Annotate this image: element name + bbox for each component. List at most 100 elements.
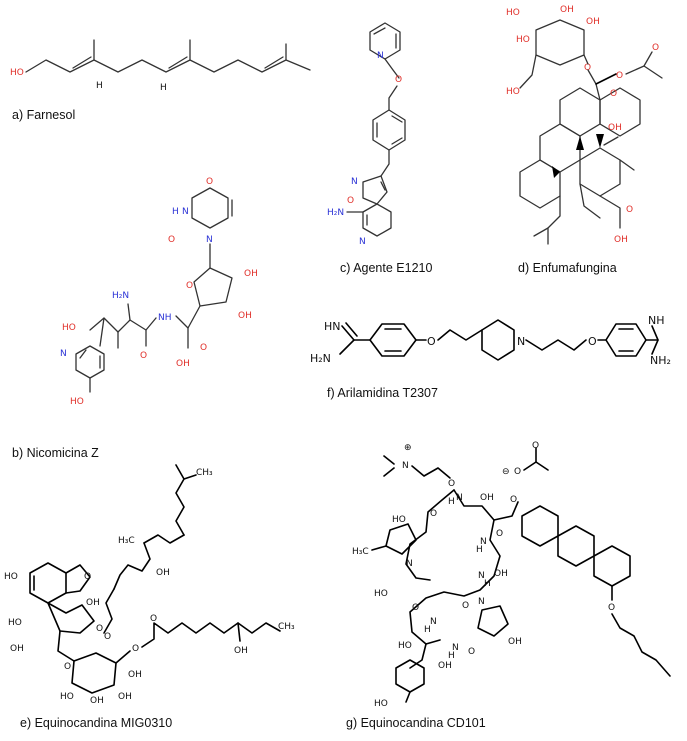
atom-label: OH <box>560 5 574 15</box>
atom-label: H₂N <box>112 291 129 301</box>
atom-label: O <box>610 89 617 99</box>
atom-label: O <box>468 647 475 657</box>
atom-label: N <box>206 235 213 245</box>
atom-label: OH <box>608 123 622 133</box>
atom-label: OH <box>244 269 258 279</box>
atom-label: O <box>532 441 539 451</box>
atom-label: N <box>478 571 485 581</box>
atom-label: N <box>60 349 67 359</box>
caption-equinocandina-mig0310: e) Equinocandina MIG0310 <box>20 716 173 730</box>
atom-label: HO <box>506 87 520 97</box>
caption-equinocandina-cd101: g) Equinocandina CD101 <box>346 716 486 730</box>
atom-label: HO <box>374 699 388 709</box>
atom-label: HO <box>398 641 412 651</box>
atom-label: H <box>424 625 431 635</box>
atom-label: OH <box>614 235 628 245</box>
atom-label: O <box>104 632 111 642</box>
structure-farnesol: HO H H <box>10 39 311 93</box>
structure-nicomicina-z: O H N O N O OH OH O OH NH O H₂N HO N HO <box>60 177 258 407</box>
atom-label: O <box>206 177 213 187</box>
atom-label: O <box>150 614 157 624</box>
atom-label: ⊕ <box>404 443 412 453</box>
atom-label: HO <box>374 589 388 599</box>
atom-label: N <box>182 207 189 217</box>
structure-equinocandina-mig0310: CH₃ H₃C OH HO HO O OH O O OH O HO OH OH … <box>4 464 295 705</box>
atom-label: OH <box>494 569 508 579</box>
structure-enfumafungina: HO OH OH HO HO O O O O OH O OH <box>506 5 663 245</box>
atom-label: O <box>510 495 517 505</box>
atom-label: O <box>430 509 437 519</box>
atom-label: H₂N <box>327 208 344 218</box>
atom-label: O <box>347 196 354 206</box>
atom-label: CH₃ <box>196 468 213 478</box>
structure-arilamidina-t2307: HN H₂N O N O NH NH₂ <box>310 314 671 367</box>
atom-label: HO <box>506 8 520 18</box>
atom-label: OH <box>234 646 248 656</box>
atom-label: O <box>448 479 455 489</box>
atom-label: NH <box>648 314 665 327</box>
structure-agente-e1210: N O N O N H₂N <box>327 22 406 247</box>
atom-label: H <box>448 497 455 507</box>
atom-label: HO <box>4 572 18 582</box>
caption-agente-e1210: c) Agente E1210 <box>340 261 433 275</box>
atom-label: H <box>160 83 167 93</box>
caption-farnesol: a) Farnesol <box>12 108 76 122</box>
atom-label: N <box>377 51 384 61</box>
atom-label: N <box>480 537 487 547</box>
atom-label: N <box>359 237 366 247</box>
atom-label: O <box>584 63 591 73</box>
atom-label: OH <box>480 493 494 503</box>
atom-label: OH <box>10 644 24 654</box>
atom-label: NH₂ <box>650 354 671 367</box>
atom-label: OH <box>86 598 100 608</box>
atom-label: HO <box>62 323 76 333</box>
atom-label: HN <box>324 320 341 333</box>
atom-label: ⊖ <box>502 467 510 477</box>
atom-label: OH <box>586 17 600 27</box>
atom-label: O <box>588 335 597 348</box>
atom-label: O <box>395 75 402 85</box>
atom-label: H₃C <box>352 547 369 557</box>
atom-label: HO <box>8 618 22 628</box>
caption-enfumafungina: d) Enfumafungina <box>518 261 617 275</box>
atom-label: H₃C <box>118 536 135 546</box>
atom-label: OH <box>238 311 252 321</box>
atom-label: O <box>608 603 615 613</box>
atom-label: O <box>84 572 91 582</box>
atom-label: O <box>168 235 175 245</box>
atom-label: HO <box>516 35 530 45</box>
atom-label: H <box>448 651 455 661</box>
atom-label: OH <box>156 568 170 578</box>
atom-label: O <box>626 205 633 215</box>
atom-label: H <box>172 207 179 217</box>
atom-label: NH <box>158 313 172 323</box>
atom-label: N <box>452 643 459 653</box>
atom-label: O <box>132 644 139 654</box>
atom-label: N <box>351 177 358 187</box>
atom-label: HO <box>60 692 74 702</box>
structure-equinocandina-cd101: ⊕ N O ⊖ O O N H OH O N H N H OH O HO H₃C… <box>352 441 671 709</box>
atom-label: HO <box>70 397 84 407</box>
atom-label: O <box>496 529 503 539</box>
atom-label: O <box>140 351 147 361</box>
atom-label: O <box>514 467 521 477</box>
atom-label: OH <box>176 359 190 369</box>
atom-label: H <box>476 545 483 555</box>
atom-label: OH <box>128 670 142 680</box>
atom-label: N <box>517 335 525 348</box>
atom-label: N <box>456 493 463 503</box>
atom-label: O <box>186 281 193 291</box>
atom-label: CH₃ <box>278 622 295 632</box>
atom-label: O <box>200 343 207 353</box>
atom-label: O <box>96 624 103 634</box>
atom-label: OH <box>508 637 522 647</box>
caption-arilamidina-t2307: f) Arilamidina T2307 <box>327 386 438 400</box>
atom-label: N <box>406 559 413 569</box>
atom-label: N <box>430 617 437 627</box>
atom-label: N <box>478 597 485 607</box>
atom-label: O <box>427 335 436 348</box>
atom-label: O <box>462 601 469 611</box>
atom-label: N <box>402 461 409 471</box>
atom-label: HO <box>392 515 406 525</box>
atom-label: O <box>412 603 419 613</box>
